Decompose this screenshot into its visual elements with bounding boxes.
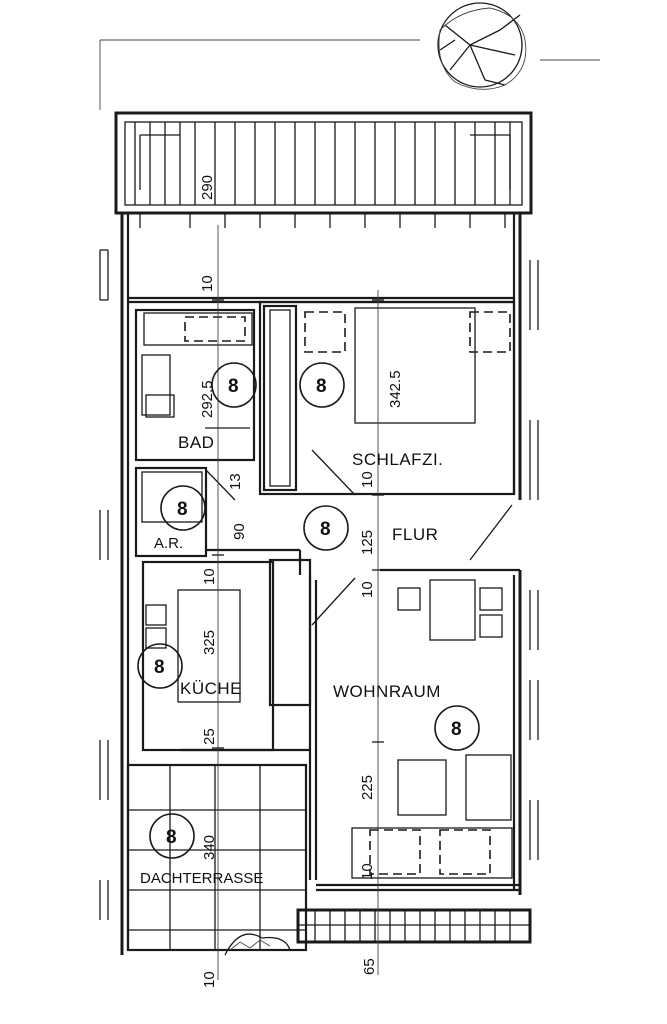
dim-outer-bottom: 10 <box>201 971 218 988</box>
svg-text:8: 8 <box>228 376 239 397</box>
kitchen <box>141 558 312 752</box>
dim-bedroom-length: 342.5 <box>387 370 404 408</box>
room-marker-dachterrasse: 8 <box>149 813 195 859</box>
dim-bath-wall: 13 <box>227 473 244 490</box>
dim-ar-length: 90 <box>231 523 248 540</box>
room-marker-bad: 8 <box>211 362 257 408</box>
dim-kitchen-length: 325 <box>201 630 218 655</box>
svg-text:8: 8 <box>154 657 165 678</box>
double-bed <box>354 307 476 424</box>
right-exterior-strip <box>529 260 539 860</box>
wardrobe <box>262 304 298 492</box>
bathtub <box>143 312 253 346</box>
outer-walls <box>120 213 522 955</box>
room-label-kueche: KÜCHE <box>180 679 242 698</box>
svg-text:8: 8 <box>316 376 327 397</box>
dim-flur-wall-a: 10 <box>359 471 376 488</box>
roof-terrace <box>126 763 308 956</box>
dim-corridor-length: 125 <box>359 530 376 555</box>
room-label-flur: FLUR <box>392 525 438 544</box>
room-label-dachterrasse: DACHTERRASSE <box>140 870 263 887</box>
armchair <box>397 759 447 816</box>
living-room <box>308 575 520 892</box>
sofa <box>465 754 512 821</box>
kitchen-counter <box>177 589 241 703</box>
dim-living-wall: 10 <box>359 863 376 880</box>
dim-flur-wall-b: 10 <box>359 581 376 598</box>
tree-icon <box>437 2 527 90</box>
room-marker-kueche: 8 <box>137 643 183 689</box>
entrance-door <box>469 504 513 561</box>
hallway <box>206 504 520 626</box>
room-label-wohnraum: WOHNRAUM <box>333 682 441 701</box>
left-exterior-strip <box>99 249 109 920</box>
bathroom <box>134 308 256 462</box>
balcony-railing <box>134 122 511 205</box>
dining-table <box>429 579 476 641</box>
bedroom-door <box>311 449 356 496</box>
dim-wall-top: 10 <box>199 275 216 292</box>
room-marker-abstellraum: 8 <box>160 485 206 531</box>
room-label-schlafzimmer: SCHLAFZI. <box>352 450 443 469</box>
svg-text:8: 8 <box>177 499 188 520</box>
bedroom <box>258 300 516 496</box>
dim-balcony-bottom: 65 <box>361 958 378 975</box>
dimension-lines <box>212 225 384 980</box>
plant-icon <box>224 933 291 956</box>
room-marker-schlafzimmer: 8 <box>299 362 345 408</box>
dim-bath-length: 292.5 <box>199 380 216 418</box>
svg-text:8: 8 <box>320 519 331 540</box>
room-label-bad: BAD <box>178 433 214 452</box>
dim-living-length: 225 <box>359 775 376 800</box>
room-label-abstellraum: A.R. <box>154 535 183 552</box>
room-marker-wohnraum: 8 <box>434 705 480 751</box>
room-marker-flur: 8 <box>303 505 349 551</box>
dim-terrace-length: 340 <box>201 835 218 860</box>
dim-kitchen-wall: 10 <box>201 568 218 585</box>
living-door <box>311 577 356 626</box>
bottom-balcony <box>296 908 532 944</box>
svg-text:8: 8 <box>166 827 177 848</box>
top-balcony <box>114 111 533 228</box>
dim-balcony-depth: 290 <box>199 175 216 200</box>
toilet <box>141 354 171 416</box>
dim-kitchen-bottom: 25 <box>201 728 218 745</box>
svg-text:8: 8 <box>451 719 462 740</box>
